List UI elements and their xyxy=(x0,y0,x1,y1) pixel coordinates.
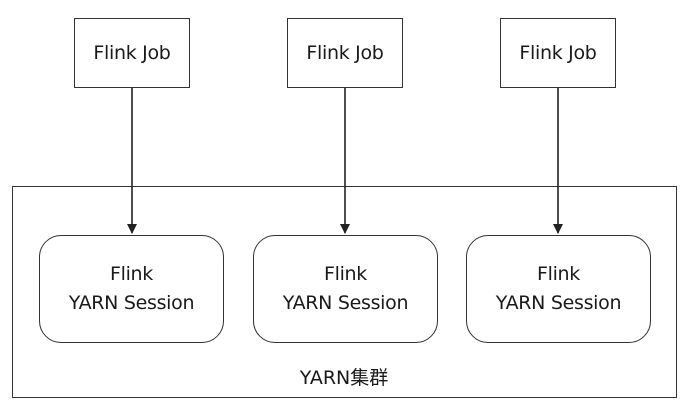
session-line-2: YARN Session xyxy=(495,292,622,314)
flink-job-box-2: Flink Job xyxy=(287,18,403,88)
session-line-2: YARN Session xyxy=(68,292,195,314)
flink-job-label: Flink Job xyxy=(306,42,384,64)
flink-job-box-3: Flink Job xyxy=(500,18,616,88)
flink-job-box-1: Flink Job xyxy=(74,18,190,88)
yarn-cluster-label: YARN集群 xyxy=(299,367,389,389)
session-line-1: Flink xyxy=(536,263,581,285)
flink-job-label: Flink Job xyxy=(93,42,171,64)
flink-job-label: Flink Job xyxy=(519,42,597,64)
session-line-1: Flink xyxy=(323,263,368,285)
session-line-1: Flink xyxy=(109,263,154,285)
session-line-2: YARN Session xyxy=(282,292,409,314)
yarn-session-box-1: Flink YARN Session xyxy=(39,235,224,343)
yarn-session-box-3: Flink YARN Session xyxy=(466,235,651,343)
yarn-session-box-2: Flink YARN Session xyxy=(253,235,438,343)
